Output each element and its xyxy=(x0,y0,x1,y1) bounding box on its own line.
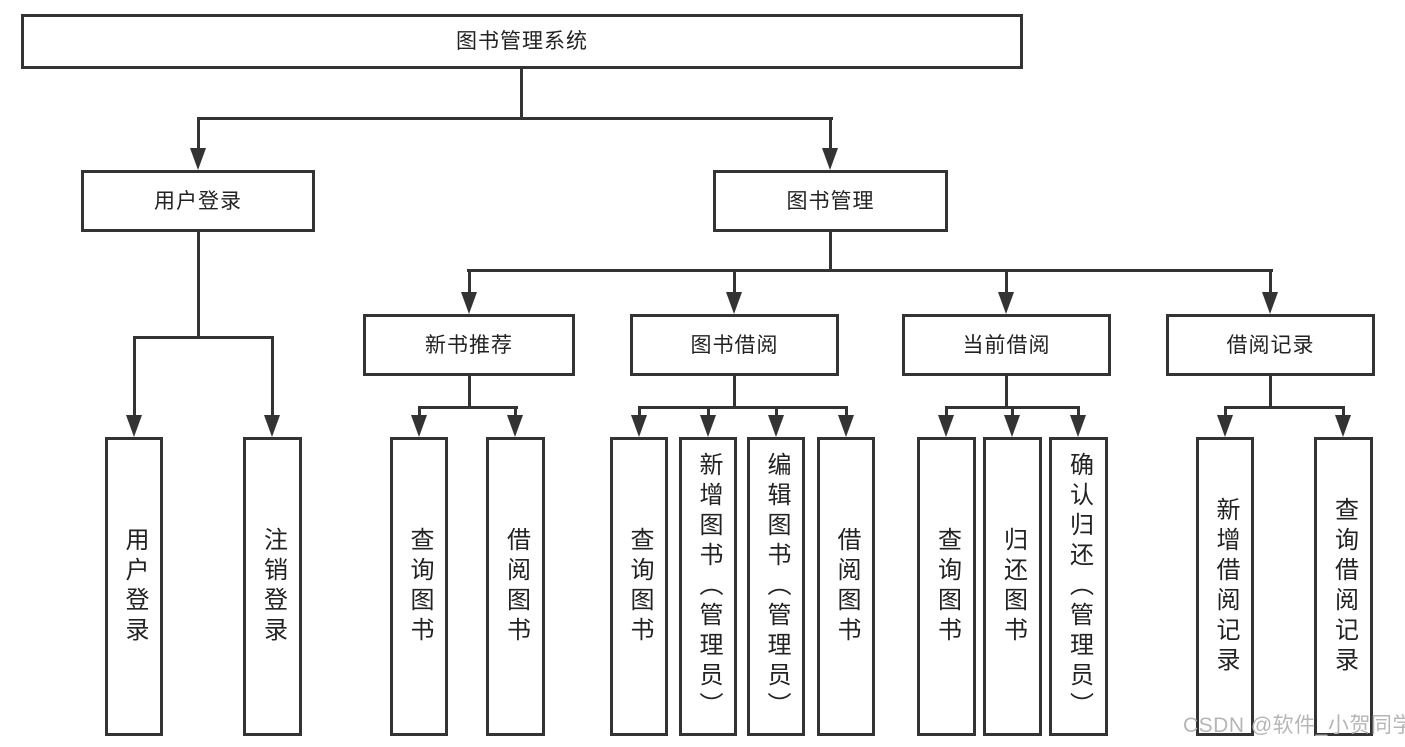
connector-line xyxy=(707,406,710,417)
leaf-label: 查询图书 xyxy=(626,526,653,647)
leaf-label: 新增借阅记录 xyxy=(1212,496,1239,677)
node-label: 图书管理系统 xyxy=(456,30,588,53)
arrowhead-down-icon xyxy=(1217,415,1233,437)
leaf-borrow-books-borrowing: 借阅图书 xyxy=(817,437,875,736)
arrowhead-down-icon xyxy=(1335,415,1351,437)
leaf-logout: 注销登录 xyxy=(243,437,302,736)
connector-line xyxy=(1224,406,1227,417)
connector-line xyxy=(514,406,517,417)
connector-line xyxy=(945,406,948,417)
arrowhead-down-icon xyxy=(1262,292,1278,314)
connector-line xyxy=(133,336,274,339)
arrowhead-down-icon xyxy=(631,415,647,437)
arrowhead-down-icon xyxy=(1070,415,1086,437)
leaf-label: 借阅图书 xyxy=(833,526,860,647)
connector-line xyxy=(1077,406,1080,417)
leaf-add-borrow-record: 新增借阅记录 xyxy=(1196,437,1254,736)
connector-line xyxy=(197,117,833,120)
arrowhead-down-icon xyxy=(1004,415,1020,437)
node-book-borrowing: 图书借阅 xyxy=(630,314,839,376)
leaf-query-books-recommend: 查询图书 xyxy=(390,437,448,736)
leaf-label: 新增图书（管理员） xyxy=(695,451,722,722)
connector-line xyxy=(775,406,778,417)
connector-line xyxy=(638,406,848,409)
leaf-edit-book-admin: 编辑图书（管理员） xyxy=(747,437,805,736)
arrowhead-down-icon xyxy=(411,415,427,437)
node-book-management: 图书管理 xyxy=(713,170,948,232)
arrowhead-down-icon xyxy=(507,415,523,437)
arrowhead-down-icon xyxy=(461,292,477,314)
arrowhead-down-icon xyxy=(838,415,854,437)
connector-line xyxy=(829,117,832,150)
leaf-label: 借阅图书 xyxy=(502,526,530,647)
connector-line xyxy=(1269,374,1272,408)
arrowhead-down-icon xyxy=(190,148,206,170)
connector-line xyxy=(418,406,518,409)
connector-line xyxy=(1269,269,1272,294)
arrowhead-down-icon xyxy=(726,292,742,314)
connector-line xyxy=(197,230,200,337)
node-label: 借阅记录 xyxy=(1226,333,1315,357)
connector-line xyxy=(845,406,848,417)
leaf-label: 查询图书 xyxy=(933,526,961,647)
connector-line xyxy=(418,406,421,417)
connector-line xyxy=(733,374,736,408)
connector-line xyxy=(133,336,136,417)
node-label: 用户登录 xyxy=(154,189,242,213)
arrowhead-down-icon xyxy=(700,415,716,437)
connector-line xyxy=(468,374,471,408)
leaf-label: 注销登录 xyxy=(259,526,287,647)
connector-line xyxy=(1005,269,1008,294)
connector-line xyxy=(467,269,1273,272)
node-label: 图书借阅 xyxy=(690,333,779,357)
connector-line xyxy=(520,67,523,118)
connector-line xyxy=(1011,406,1014,417)
leaf-label: 查询图书 xyxy=(406,526,433,647)
arrowhead-down-icon xyxy=(998,292,1014,314)
node-label: 当前借阅 xyxy=(962,333,1051,357)
node-borrowing-records: 借阅记录 xyxy=(1166,314,1375,376)
arrowhead-down-icon xyxy=(822,148,838,170)
node-label: 图书管理 xyxy=(786,189,875,213)
watermark: CSDN @软件_小贺同学 xyxy=(1183,714,1405,737)
connector-line xyxy=(829,230,832,271)
arrowhead-down-icon xyxy=(126,415,142,437)
leaf-label: 确认归还（管理员） xyxy=(1065,451,1093,722)
connector-line xyxy=(1005,374,1008,408)
leaf-query-borrow-record: 查询借阅记录 xyxy=(1314,437,1373,736)
connector-line xyxy=(271,336,274,417)
leaf-label: 编辑图书（管理员） xyxy=(763,451,790,722)
node-current-borrowing: 当前借阅 xyxy=(902,314,1111,376)
connector-line xyxy=(468,269,471,294)
leaf-confirm-return-admin: 确认归还（管理员） xyxy=(1049,437,1108,736)
connector-line xyxy=(733,269,736,294)
node-label: 新书推荐 xyxy=(425,333,513,357)
arrowhead-down-icon xyxy=(938,415,954,437)
node-new-book-recommend: 新书推荐 xyxy=(363,314,575,376)
leaf-user-login: 用户登录 xyxy=(105,437,163,736)
arrowhead-down-icon xyxy=(264,415,280,437)
node-user-login: 用户登录 xyxy=(81,170,315,232)
connector-line xyxy=(1224,406,1345,409)
leaf-label: 用户登录 xyxy=(121,526,148,647)
leaf-add-book-admin: 新增图书（管理员） xyxy=(679,437,737,736)
node-library-management-system: 图书管理系统 xyxy=(21,14,1023,69)
leaf-borrow-books-recommend: 借阅图书 xyxy=(486,437,545,736)
leaf-query-books-borrowing: 查询图书 xyxy=(610,437,668,736)
connector-line xyxy=(638,406,641,417)
leaf-return-books: 归还图书 xyxy=(983,437,1042,736)
leaf-label: 查询借阅记录 xyxy=(1330,496,1358,677)
connector-line xyxy=(197,117,200,150)
connector-line xyxy=(1342,406,1345,417)
leaf-query-books-current: 查询图书 xyxy=(917,437,976,736)
arrowhead-down-icon xyxy=(768,415,784,437)
leaf-label: 归还图书 xyxy=(999,526,1027,647)
